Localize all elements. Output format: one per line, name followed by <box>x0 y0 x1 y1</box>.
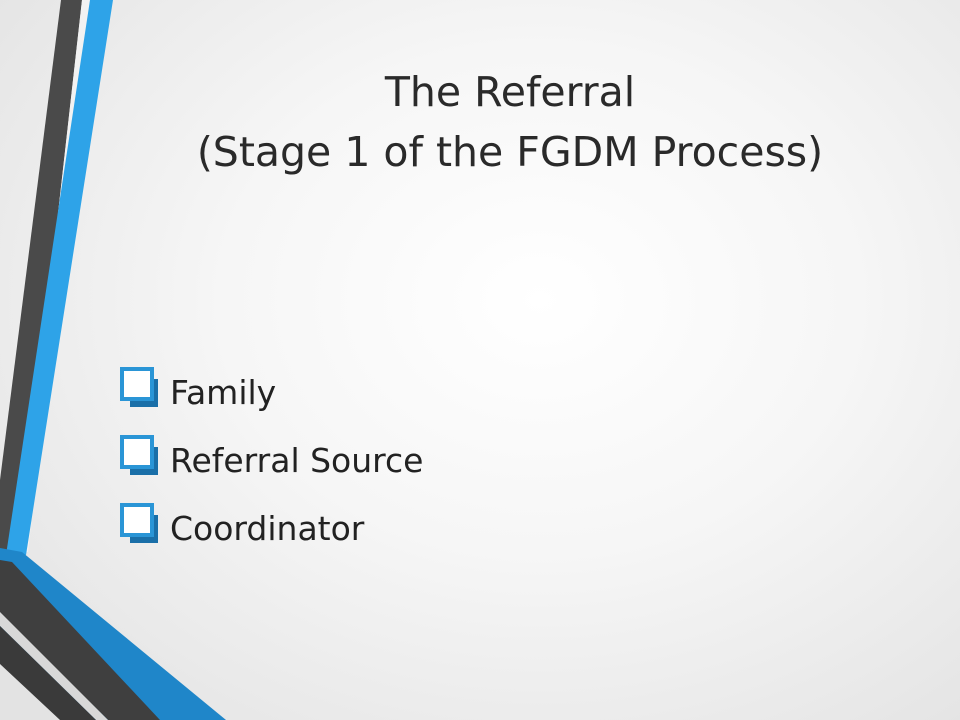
title-line-1: The Referral <box>384 68 636 116</box>
list-item: Family <box>118 358 423 426</box>
checkbox-icon <box>118 501 164 547</box>
bullet-label: Family <box>170 372 277 412</box>
checkbox-icon <box>118 365 164 411</box>
bottom-edge-dark <box>0 626 96 720</box>
left-blue-stripe <box>6 0 113 555</box>
list-item: Referral Source <box>118 426 423 494</box>
slide-title: The Referral (Stage 1 of the FGDM Proces… <box>120 62 900 182</box>
bullet-label: Coordinator <box>170 508 365 548</box>
left-dark-stripe <box>0 0 82 552</box>
title-line-2: (Stage 1 of the FGDM Process) <box>196 128 824 176</box>
bullet-label: Referral Source <box>170 440 424 480</box>
checkbox-icon <box>118 433 164 479</box>
list-item: Coordinator <box>118 494 423 562</box>
bottom-light-line <box>0 612 108 720</box>
bottom-dark-band <box>0 560 160 720</box>
bullet-list: Family Referral Source Coordinator <box>118 358 423 562</box>
